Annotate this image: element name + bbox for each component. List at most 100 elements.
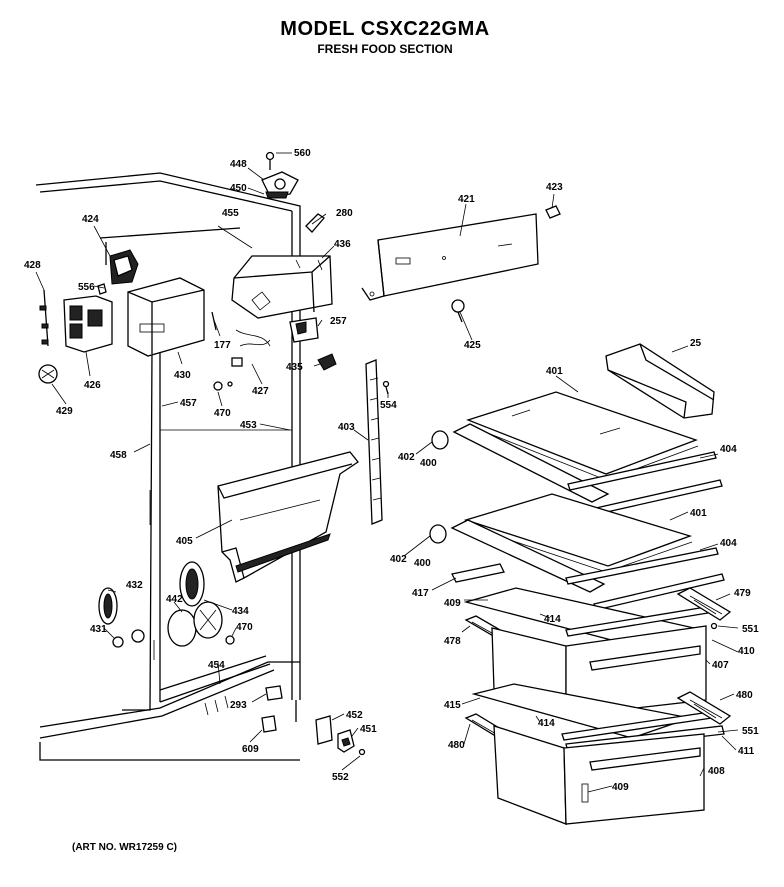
part-label-414a: 414 (544, 614, 561, 625)
part-label-457: 457 (180, 398, 197, 409)
part-label-402b: 402 (390, 554, 407, 565)
part-label-25: 25 (690, 338, 702, 349)
part-label-455: 455 (222, 208, 239, 219)
part-label-470b: 470 (236, 622, 253, 633)
part-label-609: 609 (242, 744, 259, 755)
part-label-432: 432 (126, 580, 143, 591)
part-label-551b: 551 (742, 726, 759, 737)
part-403-shape (365, 359, 383, 525)
part-257-shape (289, 317, 319, 343)
part-405-shape (217, 451, 359, 583)
part-25-shape (605, 343, 715, 419)
part-label-427: 427 (252, 386, 269, 397)
part-560-shape (265, 151, 275, 170)
part-414-lower-shape (471, 683, 713, 741)
part-label-430: 430 (174, 370, 191, 381)
part-label-408: 408 (708, 766, 725, 777)
part-label-431: 431 (90, 624, 107, 635)
part-293-shape (265, 685, 283, 701)
part-432-shape (98, 587, 118, 625)
part-436-shape (231, 255, 333, 319)
part-609-shape (261, 715, 277, 733)
part-424-shape (109, 249, 139, 285)
part-label-442: 442 (166, 594, 183, 605)
part-452-shape (315, 715, 333, 745)
part-label-478: 478 (444, 636, 461, 647)
part-label-409a: 409 (444, 598, 461, 609)
part-label-458: 458 (110, 450, 127, 461)
part-556-shape (97, 283, 107, 295)
part-label-402a: 402 (398, 452, 415, 463)
part-label-401b: 401 (690, 508, 707, 519)
part-label-556: 556 (78, 282, 95, 293)
part-label-404a: 404 (720, 444, 737, 455)
part-552-shape (358, 748, 366, 756)
part-label-448: 448 (230, 159, 247, 170)
part-414-upper-shape (463, 587, 715, 649)
part-421-shape (361, 213, 539, 301)
part-417-shape (451, 563, 505, 583)
part-label-479: 479 (734, 588, 751, 599)
part-label-407: 407 (712, 660, 729, 671)
part-label-257: 257 (330, 316, 347, 327)
part-label-423: 423 (546, 182, 563, 193)
part-label-410: 410 (738, 646, 755, 657)
part-label-400b: 400 (414, 558, 431, 569)
part-label-417: 417 (412, 588, 429, 599)
part-label-453: 453 (240, 420, 257, 431)
leader-lines (35, 152, 739, 793)
part-label-426: 426 (84, 380, 101, 391)
part-429-shape (38, 364, 58, 384)
part-label-452: 452 (346, 710, 363, 721)
part-470-shape (213, 381, 233, 391)
part-470-lower-shape (225, 635, 235, 645)
part-label-409b: 409 (612, 782, 629, 793)
cabinet-liner (35, 172, 301, 761)
part-label-480b: 480 (448, 740, 465, 751)
part-label-470a: 470 (214, 408, 231, 419)
part-427-shape (231, 329, 271, 367)
part-425-shape (451, 299, 465, 323)
part-479-shape (676, 587, 732, 621)
part-400-lower-shape (429, 519, 606, 593)
part-label-454: 454 (208, 660, 225, 671)
part-label-411: 411 (738, 746, 755, 757)
part-442-shape (167, 601, 223, 647)
part-435-shape (317, 353, 337, 371)
part-448-shape (261, 171, 299, 199)
part-label-450: 450 (230, 183, 247, 194)
part-480-upper-shape (676, 691, 732, 725)
part-label-434: 434 (232, 606, 249, 617)
part-label-451: 451 (360, 724, 377, 735)
part-430-shape (127, 277, 205, 357)
part-label-435: 435 (286, 362, 303, 373)
part-426-shape (63, 295, 113, 353)
art-number: (ART NO. WR17259 C) (72, 842, 178, 853)
part-label-551a: 551 (742, 624, 759, 635)
part-label-552: 552 (332, 772, 349, 783)
part-428-shape (39, 289, 49, 347)
part-label-401a: 401 (546, 366, 563, 377)
part-label-424: 424 (82, 214, 99, 225)
part-455-shape (217, 225, 253, 249)
part-label-428: 428 (24, 260, 41, 271)
part-label-405: 405 (176, 536, 193, 547)
part-label-436: 436 (334, 239, 351, 250)
part-label-177: 177 (214, 340, 231, 351)
part-labels: 560 448 450 280 455 436 421 423 424 428 … (24, 148, 759, 793)
part-label-429: 429 (56, 406, 73, 417)
part-label-554: 554 (380, 400, 397, 411)
diagram-subtitle: FRESH FOOD SECTION (317, 42, 453, 56)
part-label-425: 425 (464, 340, 481, 351)
part-431-shape (112, 629, 145, 648)
part-label-421: 421 (458, 194, 475, 205)
part-408-shape (493, 725, 705, 825)
part-451-shape (337, 729, 355, 753)
part-label-280: 280 (336, 208, 353, 219)
part-label-415: 415 (444, 700, 461, 711)
part-label-404b: 404 (720, 538, 737, 549)
part-551-upper-shape (710, 622, 718, 630)
part-label-480a: 480 (736, 690, 753, 701)
diagram-title: MODEL CSXC22GMA (280, 18, 490, 40)
